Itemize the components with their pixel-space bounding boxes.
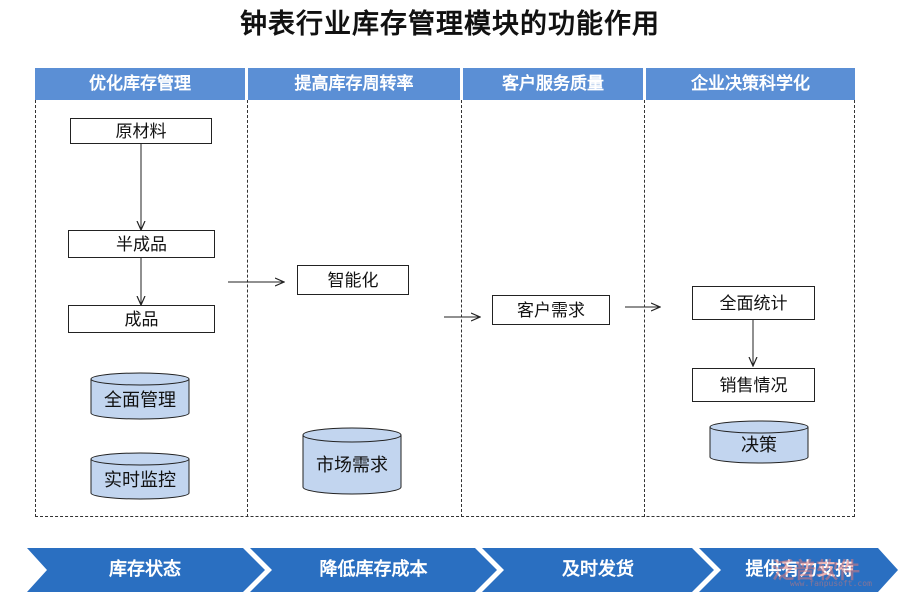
column-header-decision: 企业决策科学化 [646, 68, 855, 100]
cylinder-label: 市场需求 [316, 455, 388, 476]
cylinder-realtime-monitor: 实时监控 [90, 452, 190, 500]
cylinder-icon [90, 372, 190, 420]
bottom-step-reduce-cost: 降低库存成本 [319, 559, 428, 580]
bottom-step-support: 提供有力支持 [745, 559, 854, 580]
column-divider [247, 100, 248, 517]
box-intelligent: 智能化 [297, 265, 409, 295]
chevron-step [699, 548, 898, 592]
cylinder-icon [709, 420, 809, 464]
chevron-step [250, 548, 497, 592]
box-customer-demand: 客户需求 [492, 295, 610, 325]
box-raw-material: 原材料 [70, 118, 212, 144]
column-divider [644, 100, 645, 517]
cylinder-market-demand: 市场需求 [302, 427, 402, 495]
cylinder-decision: 决策 [709, 420, 809, 464]
chevron-step [27, 548, 265, 592]
column-header-optimize: 优化库存管理 [35, 68, 245, 100]
bottom-step-inventory-status: 库存状态 [109, 559, 181, 580]
dashed-frame [35, 100, 855, 517]
watermark-url: www.fanpusoft.com [790, 579, 872, 588]
box-finished: 成品 [68, 305, 215, 333]
box-sales: 销售情况 [692, 368, 815, 402]
column-header-service: 客户服务质量 [463, 68, 643, 100]
watermark-logo: 泛普软件 [772, 559, 861, 584]
diagram-title: 钟表行业库存管理模块的功能作用 [240, 9, 660, 40]
column-header-turnover: 提高库存周转率 [248, 68, 460, 100]
box-semi-finished: 半成品 [68, 230, 215, 258]
cylinder-label: 实时监控 [104, 470, 176, 491]
cylinder-label: 决策 [741, 435, 777, 456]
box-full-stats: 全面统计 [692, 286, 815, 320]
cylinder-label: 全面管理 [104, 390, 176, 411]
cylinder-icon [90, 452, 190, 500]
column-divider [461, 100, 462, 517]
cylinder-full-management: 全面管理 [90, 372, 190, 420]
cylinder-icon [302, 427, 402, 495]
chevron-step [482, 548, 714, 592]
bottom-step-timely-delivery: 及时发货 [562, 559, 634, 580]
